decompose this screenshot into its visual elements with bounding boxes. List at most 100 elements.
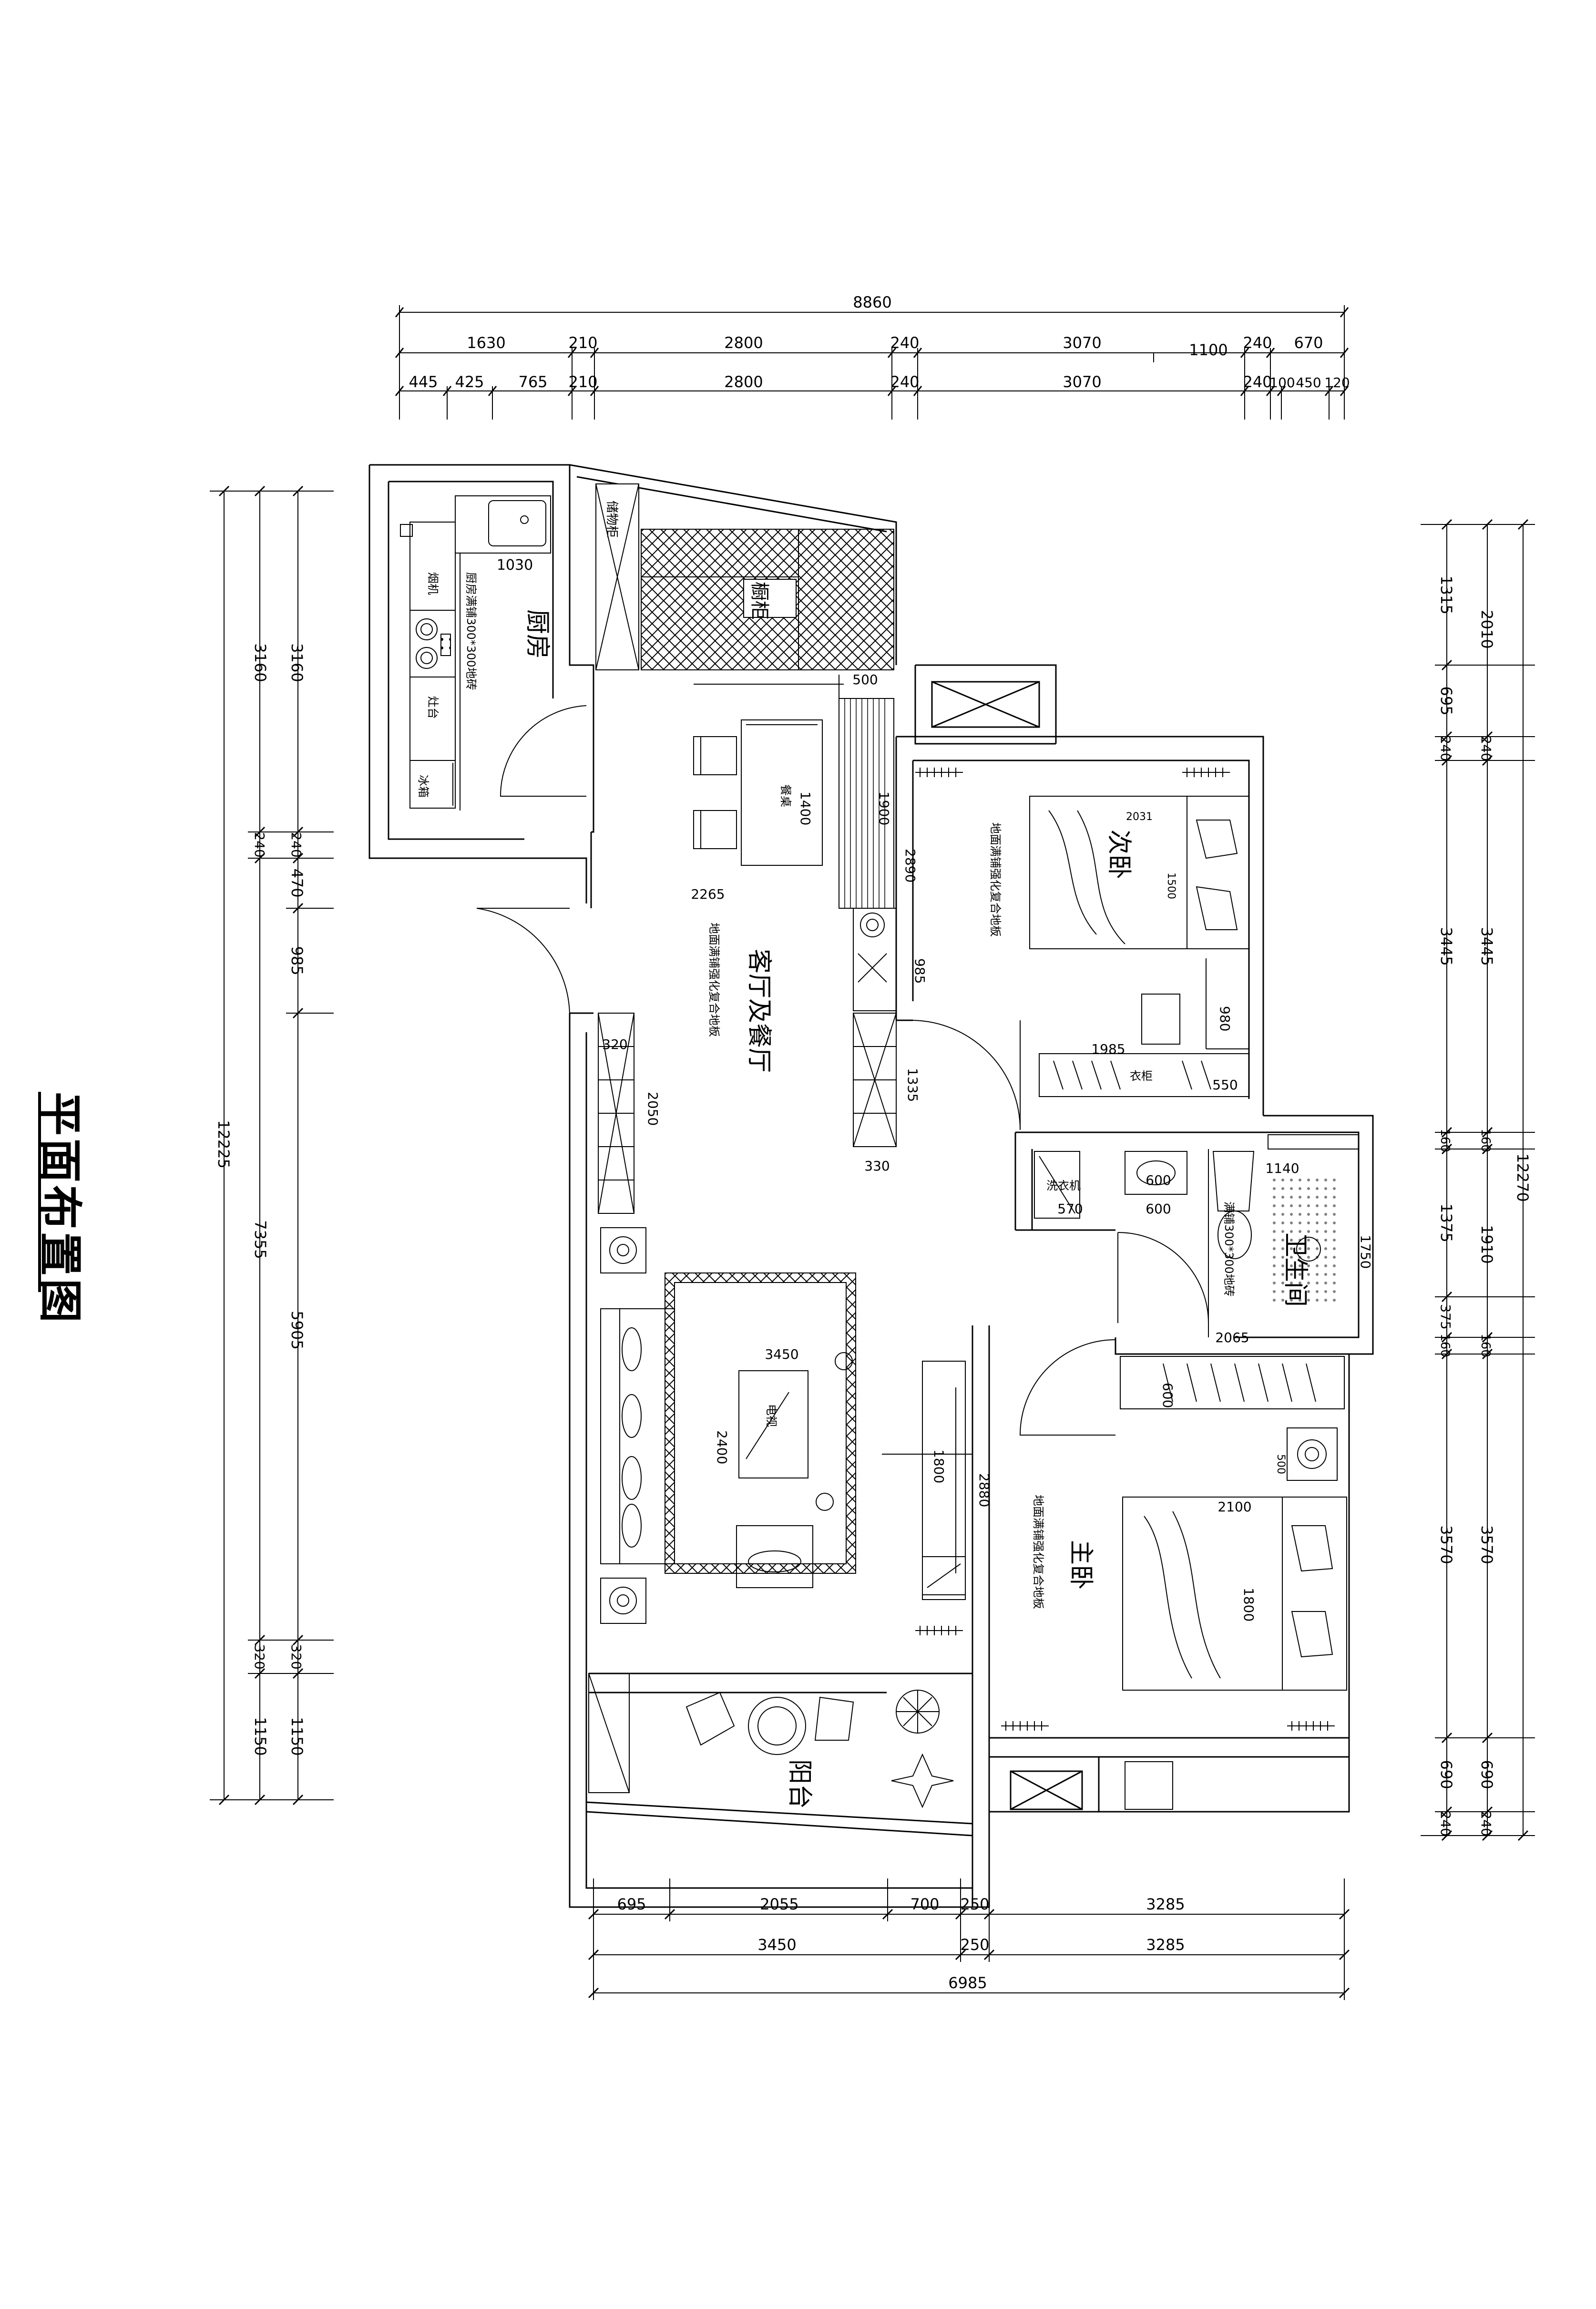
dim-living: 2050 (645, 1092, 661, 1126)
toilet (1212, 1151, 1255, 1211)
coffee-table (738, 1370, 808, 1478)
dim-bath: 1140 (1265, 1160, 1299, 1176)
dim-bedroom2: 1985 (1091, 1041, 1125, 1057)
dim-bottom-overall: 6985 (948, 1974, 987, 1992)
drawing-title: 平面布置图 (34, 1092, 95, 1326)
bed (1122, 1497, 1347, 1691)
master-bedroom-door (1019, 1339, 1116, 1436)
cabinet-label: 橱柜 (748, 582, 770, 620)
stove-label: 灶台 (426, 696, 440, 719)
dim-top-r1: 1100 (1189, 341, 1228, 359)
kitchen-label: 厨房 (523, 609, 552, 659)
dim-top-r2: 100 (1269, 375, 1295, 390)
bathroom-floor-note: 满铺300*300地砖 (1222, 1201, 1236, 1297)
dim-right-a: 240 (1438, 736, 1453, 761)
dim-bedroom2: 550 (1212, 1077, 1238, 1093)
doors (476, 705, 1209, 1436)
dim-right-b: 240 (1478, 736, 1494, 761)
dim-right-b: 240 (1478, 1811, 1494, 1836)
tv-label: 电视 (765, 1404, 778, 1427)
dining-set (693, 675, 897, 1147)
washer-label: 洗衣机 (1046, 1179, 1081, 1192)
dim-left-overall: 12225 (215, 1120, 233, 1169)
dim-right-b: 160 (1478, 1129, 1493, 1152)
dim-top-r2: 240 (1243, 373, 1272, 391)
dimension-left-labels: 12225 3160 240 7355 320 1150 3160 240 47… (215, 643, 306, 1755)
balcony-label: 阳台 (785, 1759, 814, 1809)
dim-master: 500 (1275, 1454, 1287, 1474)
dim-top-r2: 240 (890, 373, 919, 391)
dim-bottom-r1: 700 (910, 1895, 939, 1913)
dim-bottom-r2: 3450 (757, 1936, 796, 1954)
dim-left-b: 320 (288, 1644, 304, 1669)
dimension-bottom-labels: 695 2055 700 250 3285 3450 250 3285 6985 (617, 1895, 1185, 1992)
drawing-title-text: 平面布置图 (34, 1092, 85, 1326)
dim-living: 320 (602, 1036, 627, 1052)
title-underline (38, 1092, 41, 1292)
dimension-top (395, 305, 1349, 420)
washer (1034, 1151, 1080, 1219)
dining-table (741, 719, 823, 866)
dining-table-label: 餐桌 (779, 784, 792, 807)
dim-living: 330 (864, 1158, 890, 1174)
washbasin (1125, 1151, 1187, 1195)
kitchen-floor-note: 厨房满铺300*300地砖 (464, 572, 478, 690)
dim-top-r2: 2800 (724, 373, 763, 391)
dining-chair (693, 810, 737, 849)
desk (1141, 994, 1180, 1045)
dim-top-r2: 445 (409, 373, 438, 391)
dim-top-r2: 765 (518, 373, 547, 391)
second-bedroom-door (912, 1020, 1021, 1130)
dim-bottom-r2: 3285 (1146, 1936, 1185, 1954)
dim-top-r1: 240 (890, 334, 919, 352)
dimension-right (1421, 519, 1535, 1841)
dim-bath: 600 (1146, 1172, 1171, 1188)
dim-bottom-r1: 2055 (760, 1895, 798, 1913)
kitchen-fixtures (400, 495, 551, 811)
shower-area (1268, 1173, 1340, 1306)
stove-icon (409, 610, 456, 677)
kitchen-counter (409, 522, 456, 809)
dim-right-b: 3445 (1478, 927, 1496, 965)
bathroom-door (1117, 1232, 1209, 1324)
dim-bedroom2: 1500 (1165, 872, 1177, 899)
dim-right-a: 695 (1437, 686, 1455, 715)
dim-dining: 1900 (876, 791, 892, 825)
dim-top-r2: 120 (1324, 375, 1350, 390)
dim-bedroom2: 2031 (1126, 811, 1153, 823)
living-label: 客厅及餐厅 (745, 949, 773, 1073)
dim-right-b: 160 (1478, 1334, 1493, 1357)
dim-living: 3450 (765, 1346, 798, 1362)
dim-left-b: 470 (288, 868, 306, 897)
second-bedroom-floor-note: 地面满铺强化复合地板 (989, 822, 1002, 937)
dim-left-a: 1150 (251, 1717, 269, 1755)
dim-top-r2: 425 (455, 373, 484, 391)
armchair (736, 1525, 813, 1588)
dim-right-a: 3570 (1437, 1525, 1455, 1564)
dim-right-b: 690 (1478, 1760, 1496, 1789)
dim-right-b: 1910 (1478, 1225, 1496, 1263)
dining-chair (693, 736, 737, 775)
dimension-top-labels: 8860 1630 210 2800 240 3070 1100 240 670… (409, 293, 1350, 391)
second-bedroom-fixtures (1029, 796, 1249, 1097)
dim-left-b: 985 (288, 946, 306, 975)
dim-right-a: 375 (1438, 1304, 1453, 1329)
living-fixtures (598, 768, 1335, 1731)
dim-bedroom2: 985 (912, 958, 928, 984)
dim-master: 1800 (1241, 1588, 1257, 1621)
dim-top-r2: 3070 (1063, 373, 1101, 391)
dim-bottom-r1: 695 (617, 1895, 646, 1913)
hood-label: 烟机 (426, 572, 440, 595)
dim-bottom-r1: 3285 (1146, 1895, 1185, 1913)
dim-dining: 2265 (691, 886, 725, 902)
living-floor-note: 地面满铺强化复合地板 (707, 923, 721, 1037)
dim-left-b: 3160 (288, 643, 306, 682)
dim-dining: 1400 (798, 791, 813, 825)
dim-dining: 500 (852, 672, 878, 688)
dim-dining: 2890 (902, 849, 918, 883)
dim-right-a: 1375 (1437, 1203, 1455, 1242)
dim-left-a: 3160 (251, 643, 269, 682)
dim-right-a: 3445 (1437, 927, 1455, 965)
dim-living: 2880 (976, 1473, 992, 1507)
